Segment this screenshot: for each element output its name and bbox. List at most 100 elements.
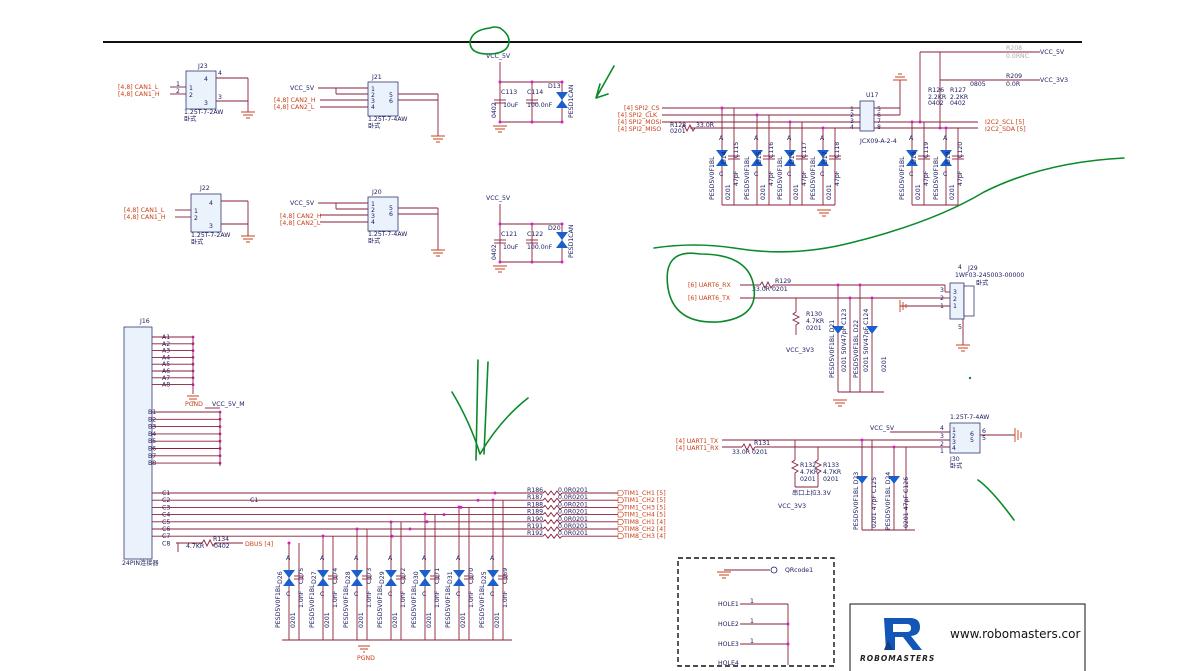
svg-text:3: 3 <box>371 98 375 105</box>
vcc5v-label: VCC_5V <box>486 53 511 60</box>
uart1-block[interactable]: [4] UART1_TX [4] UART1_RX VCC_5V R131 33… <box>676 414 1022 531</box>
svg-text:C: C <box>320 591 324 598</box>
svg-text:33.0R: 33.0R <box>732 449 751 456</box>
diode-ref: D18 <box>911 151 918 164</box>
svg-text:PESD5V0F1BL: PESD5V0F1BL <box>411 584 418 628</box>
j16-pin-label: C7 <box>162 533 170 540</box>
spi-net-cs: [4] SPI2_CS <box>624 105 660 112</box>
pgnd-label-top: PGND <box>185 401 203 408</box>
tvs-diode-icon <box>906 150 918 158</box>
svg-text:R208: R208 <box>1006 45 1022 52</box>
u17-ref: U17 <box>866 92 878 99</box>
tim-net: TIM1_CH4 [5] <box>623 512 666 519</box>
svg-text:VCC_3V3: VCC_3V3 <box>1040 77 1068 84</box>
svg-text:C: C <box>388 591 392 598</box>
cap-ref: C174 <box>332 568 339 584</box>
svg-text:PESD5V0F1BL: PESD5V0F1BL <box>445 584 452 628</box>
j16-pin-label: C8 <box>162 540 170 547</box>
uart6-rx-net: [6] UART6_RX <box>688 282 731 289</box>
svg-text:0402: 0402 <box>491 244 498 260</box>
svg-text:A: A <box>719 135 724 142</box>
svg-text:C: C <box>909 171 913 178</box>
diode-ref: D29 <box>379 571 386 584</box>
spi-protection-row: ACD14PESD5V0F1BLC11547pF0201ACD15PESD5V0… <box>709 106 964 217</box>
tim-net: TIM8_CH1 [4] <box>623 519 666 526</box>
svg-text:0201 50V47pF C124: 0201 50V47pF C124 <box>863 309 870 372</box>
j20-body <box>367 196 399 232</box>
svg-text:C: C <box>354 591 358 598</box>
svg-text:C: C <box>943 171 947 178</box>
j16-pin-label: C3 <box>162 504 170 511</box>
tvs-diode-icon <box>283 570 295 578</box>
svg-text:1.0nF: 1.0nF <box>332 590 339 608</box>
decoupling-block-top: VCC_5V C113 C114 D13 10uF 100.0nF 0402 P… <box>486 53 575 133</box>
j20-net-can2h: [4,8] CAN2_H <box>280 213 322 220</box>
connector-j16[interactable]: J16 24PIN连接器 VCC_5V_M PGND C1 <box>122 318 258 567</box>
ground-icon <box>241 235 255 243</box>
svg-text:VCC_3V3: VCC_3V3 <box>786 347 814 354</box>
svg-text:C: C <box>719 171 723 178</box>
svg-text:6: 6 <box>970 431 974 438</box>
svg-text:PESD5V0F1BL: PESD5V0F1BL <box>343 584 350 628</box>
j29-note: 卧式 <box>976 279 988 287</box>
title-block: ROBOMASTERS www.robomasters.cor <box>849 603 1086 671</box>
svg-text:PESD5V0F1BL D24: PESD5V0F1BL D24 <box>885 472 892 530</box>
svg-text:0402: 0402 <box>214 543 230 550</box>
svg-text:0.0R: 0.0R <box>1006 81 1021 88</box>
cap-ref: C169 <box>502 568 509 584</box>
svg-text:100.0nF: 100.0nF <box>527 102 553 109</box>
svg-text:4: 4 <box>371 104 375 111</box>
svg-text:R127: R127 <box>950 87 966 94</box>
cap-ref: C171 <box>434 568 441 584</box>
uart6-block[interactable]: [6] UART6_RX [6] UART6_TX R129 33.0R 020… <box>688 264 1024 407</box>
j16-pin-label: B2 <box>148 416 156 423</box>
svg-text:2: 2 <box>371 92 375 99</box>
svg-text:7: 7 <box>877 118 881 125</box>
svg-text:0201: 0201 <box>670 128 686 135</box>
uart6-tx-net: [6] UART6_TX <box>688 295 731 302</box>
svg-text:R129: R129 <box>775 278 791 285</box>
diode-ref: D30 <box>413 571 420 584</box>
tim-block[interactable]: DBUS [4] R134 4.7KR 0402 PGND <box>176 536 512 662</box>
svg-text:1: 1 <box>371 201 375 208</box>
svg-text:0.0R0201: 0.0R0201 <box>558 487 588 494</box>
svg-text:1: 1 <box>750 638 754 645</box>
svg-text:A: A <box>943 135 948 142</box>
tim-net: TIM1_CH2 [5] <box>623 497 666 504</box>
svg-text:3: 3 <box>371 213 375 220</box>
svg-text:A: A <box>422 555 427 562</box>
j20-ref: J20 <box>371 189 382 196</box>
svg-text:3: 3 <box>209 223 213 230</box>
svg-text:VCC_5V: VCC_5V <box>1040 49 1065 56</box>
svg-text:PESD5V0F1BL: PESD5V0F1BL <box>744 156 751 200</box>
svg-text:1.0nF: 1.0nF <box>502 590 509 608</box>
svg-text:PESD5V0F1BL: PESD5V0F1BL <box>309 584 316 628</box>
tvs-diode-icon <box>784 150 796 158</box>
tim-resistor-ref: R190 <box>527 516 543 523</box>
j29-part: 1WF03-245003-00000 <box>955 272 1024 279</box>
svg-text:VCC_5V: VCC_5V <box>486 195 511 202</box>
svg-text:0201: 0201 <box>915 184 922 200</box>
svg-text:1: 1 <box>940 303 944 310</box>
svg-text:1: 1 <box>953 303 957 310</box>
svg-text:1: 1 <box>850 106 854 113</box>
svg-text:4: 4 <box>850 124 854 131</box>
tim-resistor-ref: R189 <box>527 509 543 516</box>
svg-text:4: 4 <box>371 219 375 226</box>
spi-u17-block[interactable]: [4] SPI2_CS [4] SPI2_CLK [4] SPI2_MOSI [… <box>618 45 1068 145</box>
svg-text:A: A <box>754 135 759 142</box>
j21-body <box>367 81 399 117</box>
svg-text:0.0R0201: 0.0R0201 <box>558 494 588 501</box>
svg-text:0402: 0402 <box>950 100 966 107</box>
svg-text:R132: R132 <box>800 462 816 469</box>
uart1-rx-net: [4] UART1_RX <box>676 445 719 452</box>
svg-text:C114: C114 <box>527 89 543 96</box>
j22-note: 卧式 <box>191 238 203 246</box>
svg-text:5: 5 <box>958 324 962 331</box>
svg-text:C: C <box>820 171 824 178</box>
j16-pin-label: A6 <box>162 368 170 375</box>
